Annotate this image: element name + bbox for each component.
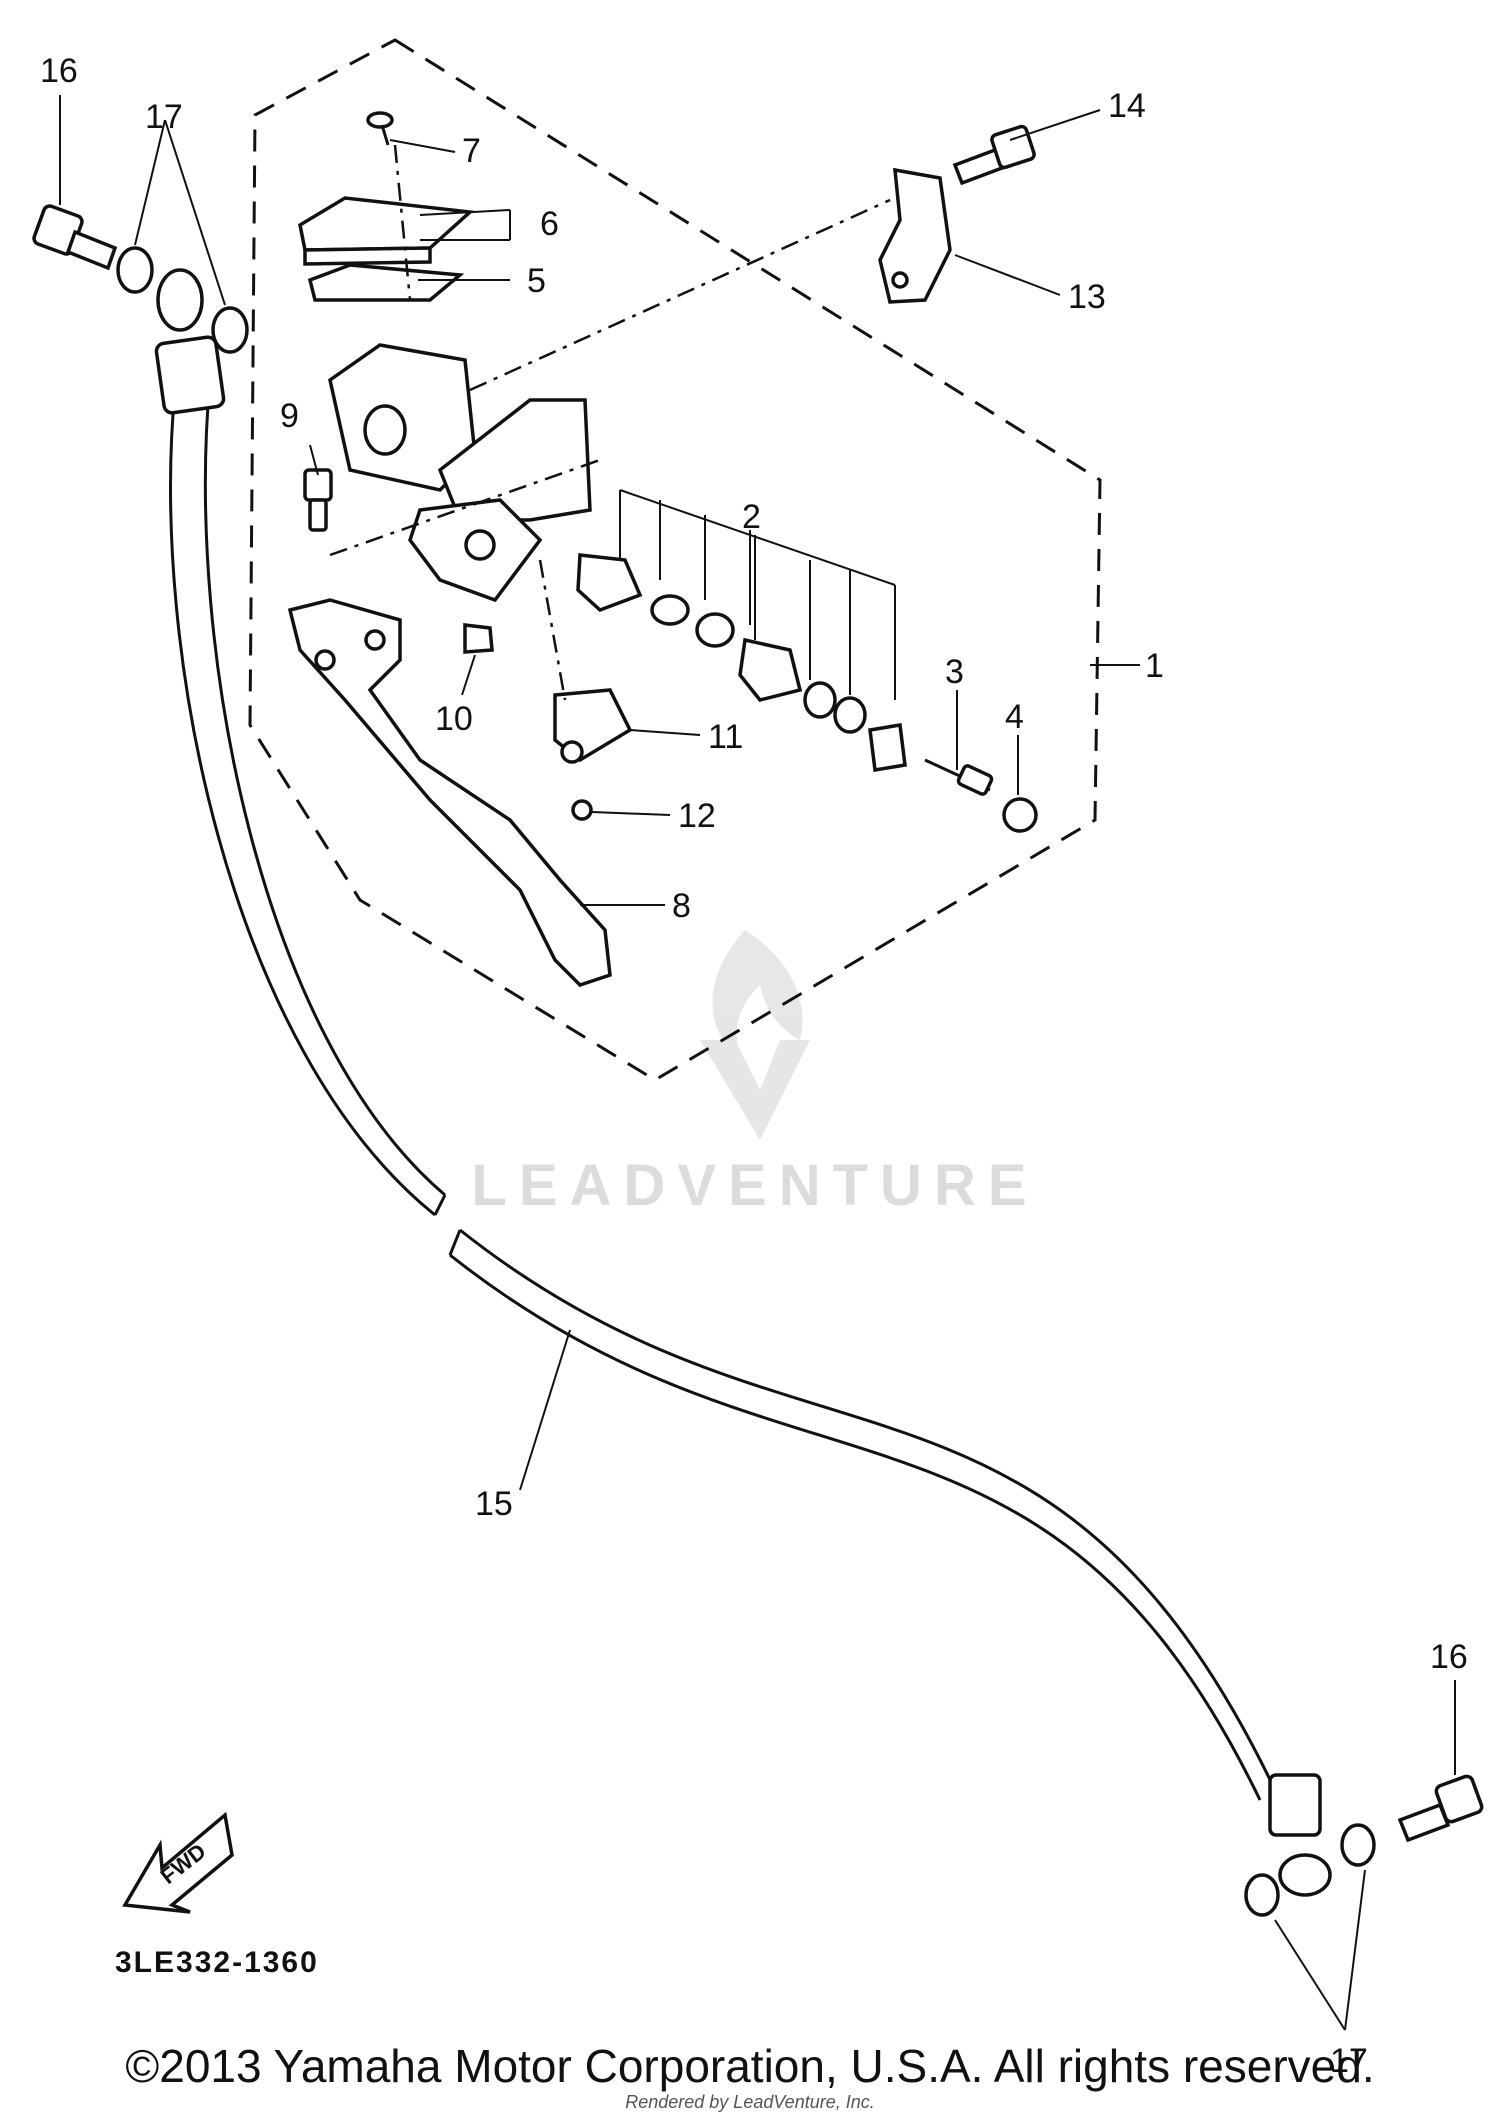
rendered-by-notice: Rendered by LeadVenture, Inc. [625, 2092, 875, 2112]
fwd-arrow: FWD [122, 1811, 234, 1914]
callout-4: 4 [1005, 698, 1024, 736]
brake-hose [169, 379, 1277, 1801]
brake-lever [287, 598, 612, 988]
rod-boot [1002, 797, 1038, 833]
callout-8: 8 [672, 887, 691, 925]
diaphragm [307, 263, 465, 302]
callout-1: 1 [1145, 647, 1164, 685]
callout-16-top: 16 [40, 52, 78, 90]
callout-2: 2 [742, 498, 761, 536]
top-bolt [32, 204, 118, 271]
piston-kit [576, 553, 907, 773]
holder-bolt [952, 124, 1036, 186]
callout-3: 3 [945, 653, 964, 691]
pivot-bolt [303, 468, 333, 532]
bottom-bolt [1397, 1774, 1484, 1843]
callout-12: 12 [678, 797, 716, 835]
top-fittings [32, 204, 249, 415]
bottom-fittings [1244, 1773, 1484, 1917]
callout-6: 6 [540, 205, 559, 243]
brake-switch [553, 688, 633, 764]
callout-labels: 1 2 3 4 5 6 7 8 9 10 11 12 13 14 15 16 1… [40, 52, 1468, 2080]
push-rod [924, 758, 994, 796]
callout-10: 10 [435, 700, 473, 738]
holder-bracket [878, 167, 952, 304]
cap-screw [366, 111, 394, 146]
pivot-nut [463, 623, 494, 654]
part-code: 3LE332-1360 [115, 1946, 319, 1979]
watermark-text: LEADVENTURE [471, 1153, 1038, 1218]
reservoir-cap [298, 196, 475, 266]
callout-5: 5 [527, 262, 546, 300]
callout-14: 14 [1108, 87, 1146, 125]
callout-16-bottom: 16 [1430, 1638, 1468, 1676]
callout-7: 7 [462, 132, 481, 170]
callout-17-bottom: 17 [1330, 2042, 1368, 2080]
leadventure-watermark: LEADVENTURE [471, 930, 1038, 1218]
switch-screw [571, 799, 593, 821]
callout-11: 11 [708, 718, 743, 756]
assembly-boundary [248, 38, 1102, 1082]
leader-lines [59, 95, 1456, 2031]
master-cylinder [328, 343, 592, 603]
callout-13: 13 [1068, 278, 1106, 316]
callout-17-top: 17 [145, 98, 183, 136]
callout-15: 15 [475, 1485, 513, 1523]
guide-lines [329, 144, 896, 701]
copyright-notice: ©2013 Yamaha Motor Corporation, U.S.A. A… [125, 2040, 1374, 2092]
callout-9: 9 [280, 397, 299, 435]
